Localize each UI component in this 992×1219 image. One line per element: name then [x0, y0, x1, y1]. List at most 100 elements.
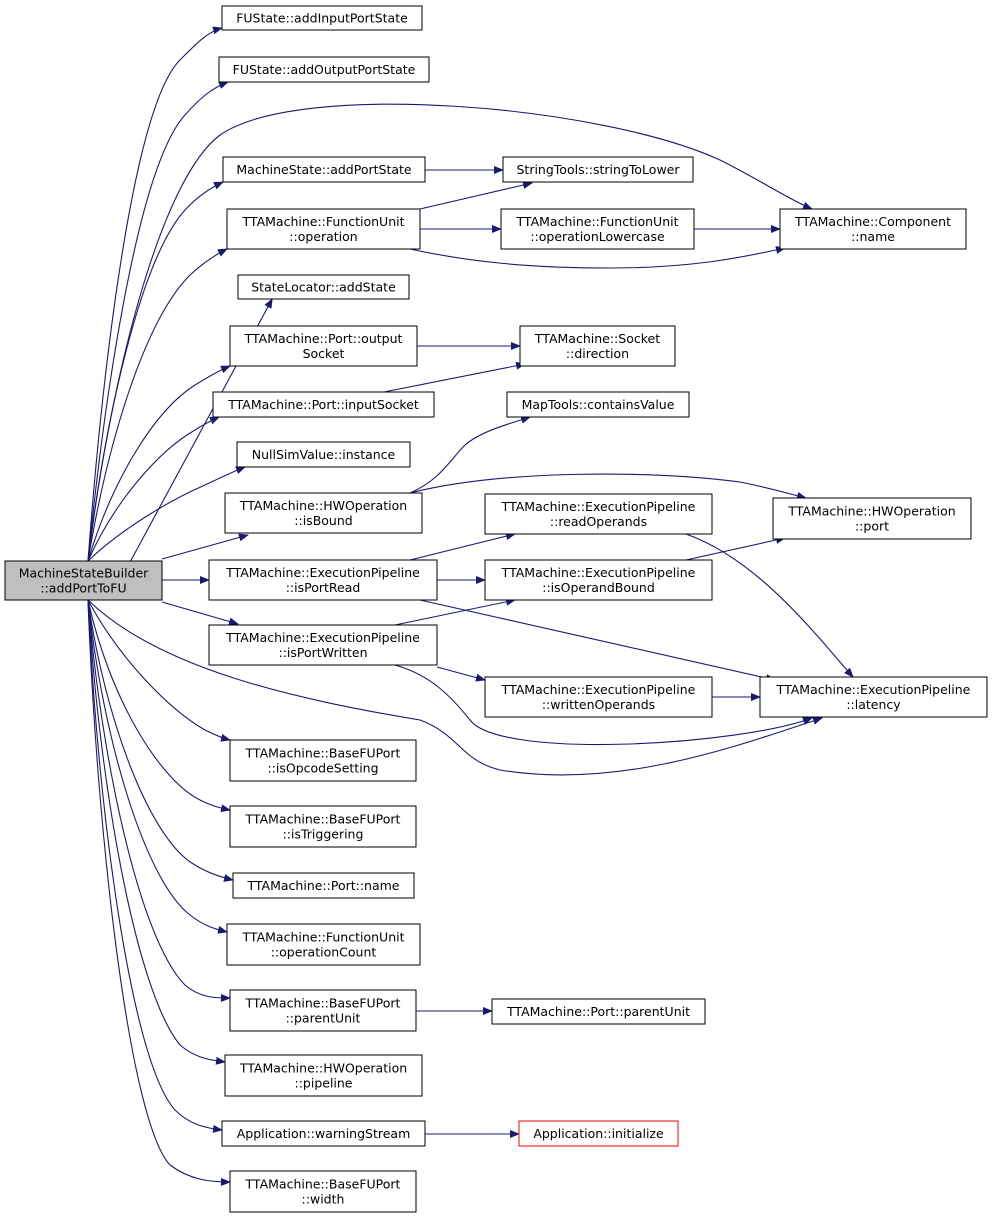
node-box: [208, 559, 438, 601]
node-component_name[interactable]: TTAMachine::Component::name: [779, 208, 967, 250]
node-box: [229, 989, 417, 1032]
node-label-line: TTAMachine::BaseFUPort: [245, 996, 401, 1011]
node-nullsimvalue_instance[interactable]: NullSimValue::instance: [236, 441, 411, 468]
node-stringtools_stringtolower[interactable]: StringTools::stringToLower: [502, 156, 694, 183]
node-label-line: MachineState::addPortState: [236, 162, 412, 177]
node-label-line: MapTools::containsValue: [522, 397, 675, 412]
edge-root-to-port_outputsocket: [87, 365, 231, 562]
node-application_initialize[interactable]: Application::initialize: [518, 1120, 679, 1147]
node-maptools_containsvalue[interactable]: MapTools::containsValue: [506, 391, 690, 418]
node-basefuport_isopcodesetting[interactable]: TTAMachine::BaseFUPort::isOpcodeSetting: [229, 739, 417, 782]
node-label-line: MachineStateBuilder: [19, 566, 149, 581]
edge-root-to-fustate_addoutputportstate: [87, 81, 229, 562]
node-box: [779, 208, 967, 250]
node-label-line: StringTools::stringToLower: [516, 162, 680, 177]
edge-root-to-pipeline_isportwritten: [161, 601, 239, 626]
edge-pipeline_isportread-to-pipeline_readoperands: [409, 532, 516, 561]
node-hwoperation_isbound[interactable]: TTAMachine::HWOperation::isBound: [224, 492, 423, 534]
node-port_inputsocket[interactable]: TTAMachine::Port::inputSocket: [212, 391, 435, 418]
node-hwoperation_port[interactable]: TTAMachine::HWOperation::port: [772, 497, 972, 540]
node-label-line: NullSimValue::instance: [252, 447, 396, 462]
node-label-line: TTAMachine::HWOperation: [787, 504, 955, 519]
node-hwoperation_pipeline[interactable]: TTAMachine::HWOperation::pipeline: [224, 1054, 423, 1097]
node-label-line: ::width: [302, 1192, 345, 1207]
node-label-line: ::isTriggering: [283, 827, 364, 842]
node-box: [502, 156, 694, 183]
node-label-line: TTAMachine::FunctionUnit: [242, 930, 405, 945]
node-application_warningstream[interactable]: Application::warningStream: [221, 1120, 426, 1147]
node-pipeline_isoperandbound[interactable]: TTAMachine::ExecutionPipeline::isOperand…: [484, 559, 713, 601]
edge-root-to-component_name: [87, 103, 813, 562]
edge-root-to-fustate_addinputportstate: [87, 26, 223, 562]
node-label-line: ::pipeline: [294, 1076, 352, 1091]
edge-hwoperation_isbound-to-hwoperation_port: [409, 473, 807, 500]
edge-root-to-basefuport_width: [87, 599, 231, 1186]
node-functionunit_operation[interactable]: TTAMachine::FunctionUnit::operation: [226, 208, 421, 250]
node-basefuport_width[interactable]: TTAMachine::BaseFUPort::width: [229, 1170, 417, 1213]
edge-root-to-functionunit_operationcount: [87, 599, 228, 934]
node-pipeline_writtenoperands[interactable]: TTAMachine::ExecutionPipeline::writtenOp…: [484, 676, 713, 718]
node-box: [226, 923, 421, 966]
edge-pipeline_readoperands-to-pipeline_latency: [685, 533, 854, 678]
node-box: [484, 676, 713, 718]
edge-functionunit_operation-to-component_name: [409, 246, 786, 269]
node-functionunit_operationlowercase[interactable]: TTAMachine::FunctionUnit::operationLower…: [500, 208, 695, 250]
node-box: [208, 624, 438, 666]
node-pipeline_readoperands[interactable]: TTAMachine::ExecutionPipeline::readOpera…: [484, 493, 713, 535]
edge-root-to-application_warningstream: [87, 599, 223, 1133]
node-label-line: TTAMachine::ExecutionPipeline: [776, 682, 971, 697]
edges-layer: [87, 26, 854, 1186]
edge-root-to-basefuport_parentunit: [87, 599, 231, 1002]
node-box: [506, 391, 690, 418]
node-box: [218, 56, 430, 83]
node-box: [491, 998, 706, 1025]
node-box: [484, 493, 713, 535]
edge-pipeline_isportwritten-to-pipeline_isoperandbound: [394, 597, 516, 626]
node-root[interactable]: MachineStateBuilder::addPortToFU: [4, 560, 163, 601]
node-label-line: TTAMachine::ExecutionPipeline: [225, 630, 420, 645]
node-label-line: TTAMachine::BaseFUPort: [245, 812, 401, 827]
node-box: [236, 441, 411, 468]
node-box: [232, 872, 415, 899]
node-box: [221, 1120, 426, 1147]
node-box: [484, 559, 713, 601]
node-label-line: ::latency: [846, 697, 901, 712]
node-label-line: TTAMachine::ExecutionPipeline: [501, 499, 696, 514]
node-port_parentunit[interactable]: TTAMachine::Port::parentUnit: [491, 998, 706, 1025]
node-pipeline_isportread[interactable]: TTAMachine::ExecutionPipeline::isPortRea…: [208, 559, 438, 601]
node-box: [229, 739, 417, 782]
edge-root-to-machinestate_addportstate: [87, 181, 224, 562]
node-label-line: ::isOperandBound: [542, 580, 655, 595]
node-box: [500, 208, 695, 250]
edge-port_inputsocket-to-socket_direction: [383, 361, 526, 393]
node-pipeline_isportwritten[interactable]: TTAMachine::ExecutionPipeline::isPortWri…: [208, 624, 438, 666]
edge-root-to-hwoperation_isbound: [161, 533, 249, 560]
node-fustate_addinputportstate[interactable]: FUState::addInputPortState: [221, 5, 423, 31]
node-label-line: FUState::addInputPortState: [236, 11, 408, 26]
node-port_name[interactable]: TTAMachine::Port::name: [232, 872, 415, 899]
node-label-line: TTAMachine::ExecutionPipeline: [225, 565, 420, 580]
node-statelocator_addstate[interactable]: StateLocator::addState: [237, 274, 410, 300]
node-basefuport_parentunit[interactable]: TTAMachine::BaseFUPort::parentUnit: [229, 989, 417, 1032]
node-box: [237, 274, 410, 300]
node-label-line: ::operationCount: [271, 945, 377, 960]
node-basefuport_istriggering[interactable]: TTAMachine::BaseFUPort::isTriggering: [229, 805, 417, 848]
node-label-line: TTAMachine::FunctionUnit: [516, 214, 679, 229]
node-label-line: ::port: [855, 519, 889, 534]
node-fustate_addoutputportstate[interactable]: FUState::addOutputPortState: [218, 56, 430, 83]
node-label-line: ::addPortToFU: [40, 581, 126, 596]
node-machinestate_addportstate[interactable]: MachineState::addPortState: [222, 156, 426, 183]
node-box: [759, 676, 988, 718]
node-functionunit_operationcount[interactable]: TTAMachine::FunctionUnit::operationCount: [226, 923, 421, 966]
node-label-line: TTAMachine::Socket: [534, 331, 660, 346]
node-label-line: TTAMachine::HWOperation: [239, 1061, 407, 1076]
edge-pipeline_isportread-to-pipeline_latency: [419, 599, 776, 682]
node-label-line: Socket: [303, 346, 345, 361]
edge-root-to-port_inputsocket: [87, 416, 220, 562]
node-socket_direction[interactable]: TTAMachine::Socket::direction: [519, 325, 676, 367]
edge-root-to-pipeline_latency: [87, 599, 823, 776]
node-pipeline_latency[interactable]: TTAMachine::ExecutionPipeline::latency: [759, 676, 988, 718]
node-label-line: ::operation: [289, 229, 357, 244]
